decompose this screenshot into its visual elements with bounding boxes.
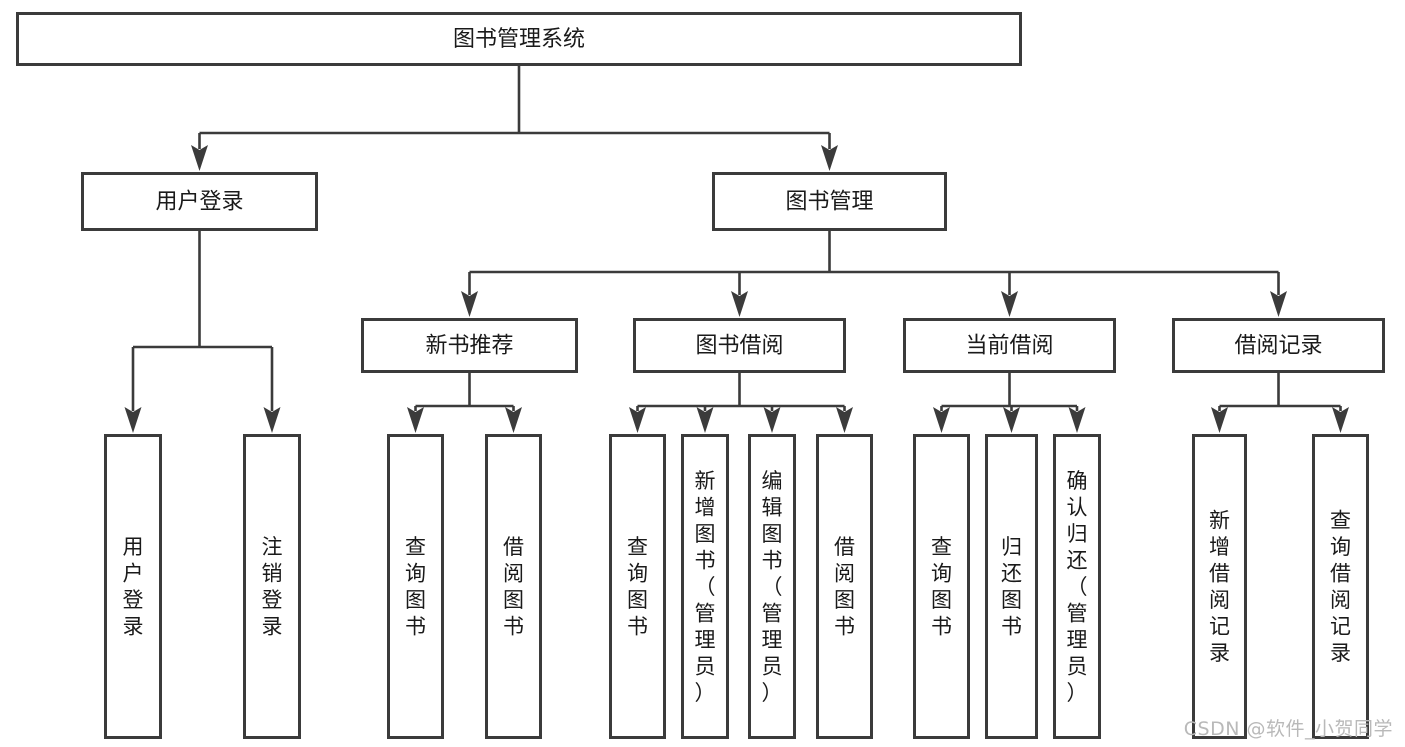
arrow-head [731, 291, 748, 317]
node-box[interactable] [633, 318, 846, 373]
arrow-head [505, 407, 522, 433]
node-box[interactable] [1172, 318, 1385, 373]
node-leaf-user-logout[interactable]: 注销登录 [243, 434, 301, 739]
node-box[interactable] [243, 434, 301, 739]
node-label: 查询图书 [405, 535, 426, 639]
node-label: 图书借阅 [695, 334, 783, 359]
node-label: 借阅记录 [1234, 334, 1322, 359]
node-label: 注销登录 [262, 535, 283, 639]
node-box[interactable] [816, 434, 873, 739]
node-label: 借阅图书 [503, 535, 524, 639]
node-leaf-borrow-book-2[interactable]: 借阅图书 [816, 434, 873, 739]
node-box[interactable] [903, 318, 1116, 373]
node-box[interactable] [681, 434, 729, 739]
node-box[interactable] [913, 434, 970, 739]
node-label: 归还图书 [1001, 535, 1022, 639]
node-label: 图书管理 [785, 190, 873, 215]
node-box[interactable] [1312, 434, 1369, 739]
node-borrow-record[interactable]: 借阅记录 [1172, 318, 1385, 373]
node-current-borrow[interactable]: 当前借阅 [903, 318, 1116, 373]
node-box[interactable] [748, 434, 796, 739]
node-leaf-add-record[interactable]: 新增借阅记录 [1192, 434, 1247, 739]
node-box[interactable] [1053, 434, 1101, 739]
arrow-head [629, 407, 646, 433]
arrow-head [933, 407, 950, 433]
node-root[interactable]: 图书管理系统 [16, 12, 1022, 66]
arrow-head [1211, 407, 1228, 433]
node-label: 图书管理系统 [453, 27, 585, 52]
node-label: 用户登录 [155, 190, 243, 215]
node-new-book-rec[interactable]: 新书推荐 [361, 318, 578, 373]
node-leaf-return-book[interactable]: 归还图书 [985, 434, 1038, 739]
node-box[interactable] [485, 434, 542, 739]
node-box[interactable] [609, 434, 666, 739]
node-leaf-add-book[interactable]: 新增图书（管理员） [681, 434, 729, 739]
arrow-head [1068, 407, 1086, 433]
arrow-head [1003, 407, 1020, 433]
arrow-head [696, 407, 714, 433]
node-leaf-query-record[interactable]: 查询借阅记录 [1312, 434, 1369, 739]
arrow-head [1332, 407, 1349, 433]
node-box[interactable] [16, 12, 1022, 66]
node-leaf-confirm-return[interactable]: 确认归还（管理员） [1053, 434, 1101, 739]
arrow-head [124, 407, 142, 433]
node-box[interactable] [104, 434, 162, 739]
arrow-head [263, 407, 281, 433]
node-label: 新增图书（管理员） [695, 469, 716, 705]
node-leaf-query-book-1[interactable]: 查询图书 [387, 434, 444, 739]
node-leaf-query-book-3[interactable]: 查询图书 [913, 434, 970, 739]
node-label: 查询借阅记录 [1330, 509, 1351, 666]
node-label: 新增借阅记录 [1209, 509, 1230, 666]
node-box[interactable] [361, 318, 578, 373]
node-leaf-edit-book[interactable]: 编辑图书（管理员） [748, 434, 796, 739]
node-leaf-query-book-2[interactable]: 查询图书 [609, 434, 666, 739]
node-box[interactable] [1192, 434, 1247, 739]
arrow-head [836, 407, 853, 433]
node-label: 用户登录 [123, 535, 144, 639]
node-box[interactable] [712, 172, 947, 231]
node-book-manage[interactable]: 图书管理 [712, 172, 947, 231]
arrow-head [407, 407, 424, 433]
node-book-borrow[interactable]: 图书借阅 [633, 318, 846, 373]
node-label: 借阅图书 [834, 535, 855, 639]
arrow-head [1001, 291, 1018, 317]
arrow-head [1270, 291, 1287, 317]
node-box[interactable] [387, 434, 444, 739]
csdn-watermark: CSDN @软件_小贺同学 [1183, 718, 1393, 740]
arrow-head [191, 145, 208, 171]
node-user-login[interactable]: 用户登录 [81, 172, 318, 231]
node-label: 新书推荐 [425, 334, 513, 359]
node-label: 当前借阅 [965, 334, 1053, 359]
node-label: 编辑图书（管理员） [762, 469, 783, 705]
arrow-head [821, 145, 838, 171]
node-box[interactable] [81, 172, 318, 231]
node-label: 确认归还（管理员） [1067, 469, 1088, 705]
node-box[interactable] [985, 434, 1038, 739]
arrow-head [763, 407, 781, 433]
arrow-head [461, 291, 478, 317]
node-leaf-borrow-book-1[interactable]: 借阅图书 [485, 434, 542, 739]
node-leaf-user-login[interactable]: 用户登录 [104, 434, 162, 739]
node-label: 查询图书 [931, 535, 952, 639]
node-label: 查询图书 [627, 535, 648, 639]
